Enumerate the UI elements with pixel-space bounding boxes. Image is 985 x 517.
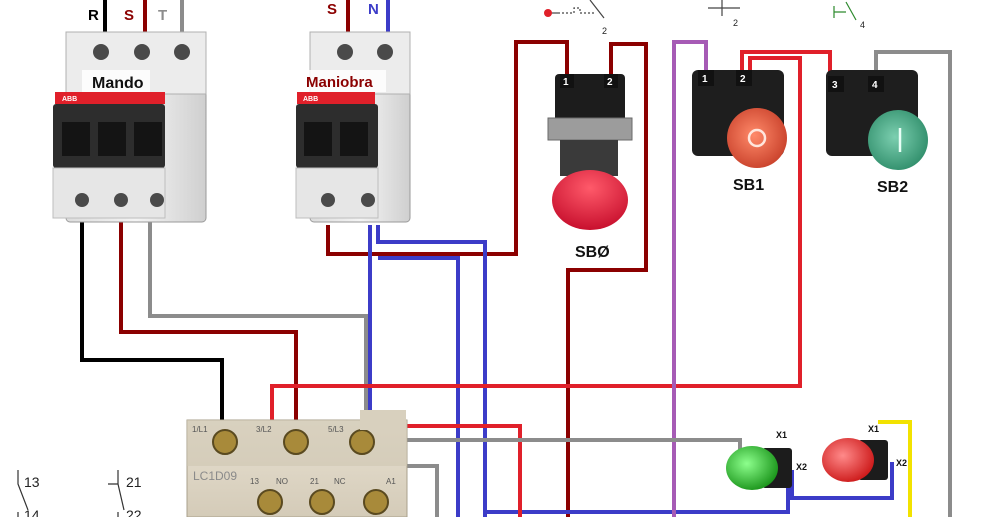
breaker-mando-label: Mando (92, 75, 144, 92)
sb1-terminal-1: 1 (702, 74, 708, 85)
contactor-model: LC1D09 (193, 469, 237, 483)
sb0-terminal-2: 2 (607, 77, 613, 88)
pilot-light-green: X1 X2 (726, 430, 807, 490)
terminal-t-label: T (158, 7, 167, 24)
aux-nc-bottom-label: 22 (126, 507, 142, 517)
pilot-light-red: X1 X2 (822, 424, 907, 482)
contactor-terminal-l1: 1/L1 (192, 425, 208, 434)
sb2-terminal-3: 3 (832, 80, 838, 91)
terminal-s-label: S (124, 7, 134, 24)
wire-purple (672, 40, 708, 517)
start-button-symbol-number: 4 (860, 20, 865, 30)
breaker-maniobra-label: Maniobra (306, 74, 373, 91)
pilot-green-x1: X1 (776, 430, 787, 440)
wire-s-to-contactor (119, 220, 298, 425)
emergency-stop: 2 1 2 SBØ (544, 0, 633, 261)
wire-sb0-out (566, 42, 648, 517)
stop-button-label: SB1 (733, 177, 764, 194)
stop-button: 2 1 2 SB1 (692, 0, 787, 194)
contactor-label-no: NO (276, 477, 288, 486)
pilot-red-x1: X1 (868, 424, 879, 434)
contactor-label-21: 21 (310, 477, 319, 486)
emergency-stop-symbol-number: 2 (602, 26, 607, 36)
aux-contact-symbols (17, 470, 125, 517)
breaker-mando: ABB Mando R S T (52, 7, 207, 223)
wire-maniobra-s-to-sb0 (326, 40, 569, 256)
contactor-terminal-l3: 5/L3 (328, 425, 344, 434)
wire-yellow (878, 420, 912, 517)
wire-n-leg (378, 256, 460, 517)
stop-button-symbol (708, 0, 740, 16)
terminal-n-label: N (368, 1, 379, 18)
contactor-terminal-l2: 3/L2 (256, 425, 272, 434)
wire-n-branch (376, 225, 487, 517)
wire-gray-pilots (370, 438, 742, 454)
stop-button-symbol-number: 2 (733, 18, 738, 28)
contactor: 1/L1 3/L2 5/L3 LC1D09 13 NO 21 NC A1 (186, 410, 408, 517)
breaker-maniobra: ABB Maniobra S N (295, 1, 411, 223)
abb-logo: ABB (62, 96, 77, 103)
aux-no-bottom-label: 14 (24, 507, 40, 517)
emergency-stop-symbol (544, 0, 605, 19)
contactor-label-a1: A1 (386, 477, 396, 486)
pilot-green-x2: X2 (796, 462, 807, 472)
contactor-label-nc: NC (334, 477, 346, 486)
aux-nc-label: 21 (126, 474, 142, 490)
wire-sb1-loop (270, 56, 802, 517)
sb2-terminal-4: 4 (872, 80, 878, 91)
wire-sb1-to-contactor (740, 50, 832, 78)
wires (80, 0, 952, 517)
abb-band (55, 92, 165, 104)
wire-red-to-a1 (370, 424, 522, 517)
abb-logo-2: ABB (303, 96, 318, 103)
start-button: 4 3 4 SB2 (826, 1, 928, 196)
terminal-s2-label: S (327, 1, 337, 18)
terminal-r-label: R (88, 7, 99, 24)
wire-t-to-contactor (148, 220, 368, 425)
sb1-terminal-2: 2 (740, 74, 746, 85)
wire-gray-sb2 (874, 50, 952, 517)
wire-r-to-contactor (80, 220, 224, 425)
aux-no-label: 13 (24, 474, 40, 490)
emergency-stop-label: SBØ (575, 244, 610, 261)
pilot-red-x2: X2 (896, 458, 907, 468)
start-button-symbol (833, 1, 857, 21)
sb0-terminal-1: 1 (563, 77, 569, 88)
contactor-label-13: 13 (250, 477, 259, 486)
start-button-label: SB2 (877, 179, 908, 196)
